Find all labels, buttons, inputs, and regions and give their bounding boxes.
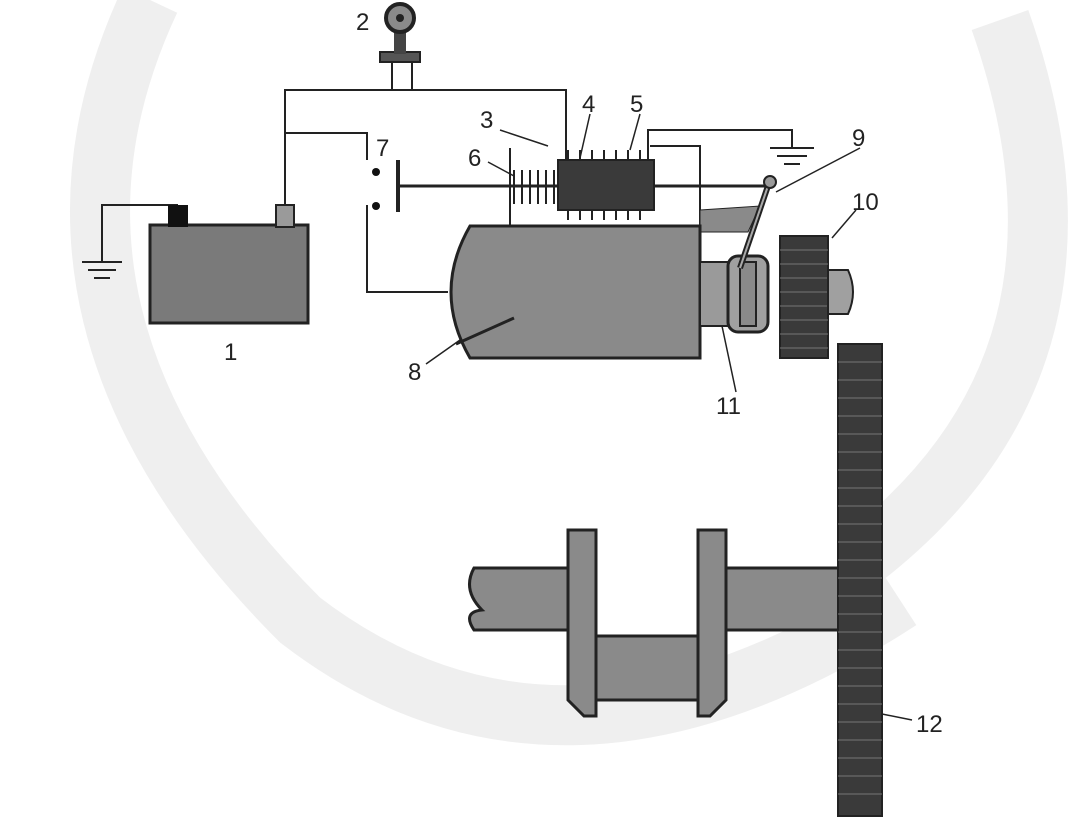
label-6: 6 <box>468 145 481 172</box>
solenoid-frame-lines <box>509 145 701 230</box>
label-11: 11 <box>716 393 741 420</box>
wiring <box>284 62 793 293</box>
label-1: 1 <box>224 339 237 366</box>
shift-lever <box>737 175 777 269</box>
switch-contacts <box>372 160 400 212</box>
label-2: 2 <box>356 9 369 36</box>
motor-ground-symbol <box>770 147 814 165</box>
label-8: 8 <box>408 359 421 386</box>
overrunning-clutch <box>699 254 770 334</box>
battery-ground-symbol <box>82 204 178 279</box>
crankshaft <box>468 528 842 718</box>
flywheel-ring-gear <box>837 343 883 817</box>
pinion-gear <box>779 235 854 359</box>
starter-motor-body <box>449 224 702 360</box>
ignition-switch <box>379 2 421 63</box>
label-4: 4 <box>582 91 595 118</box>
label-12: 12 <box>916 711 943 738</box>
solenoid-coil <box>557 150 655 220</box>
leader-lines <box>425 113 913 721</box>
label-5: 5 <box>630 91 643 118</box>
label-7: 7 <box>376 135 389 162</box>
battery <box>148 204 310 325</box>
label-9: 9 <box>852 125 865 152</box>
label-10: 10 <box>852 189 879 216</box>
label-3: 3 <box>480 107 493 134</box>
